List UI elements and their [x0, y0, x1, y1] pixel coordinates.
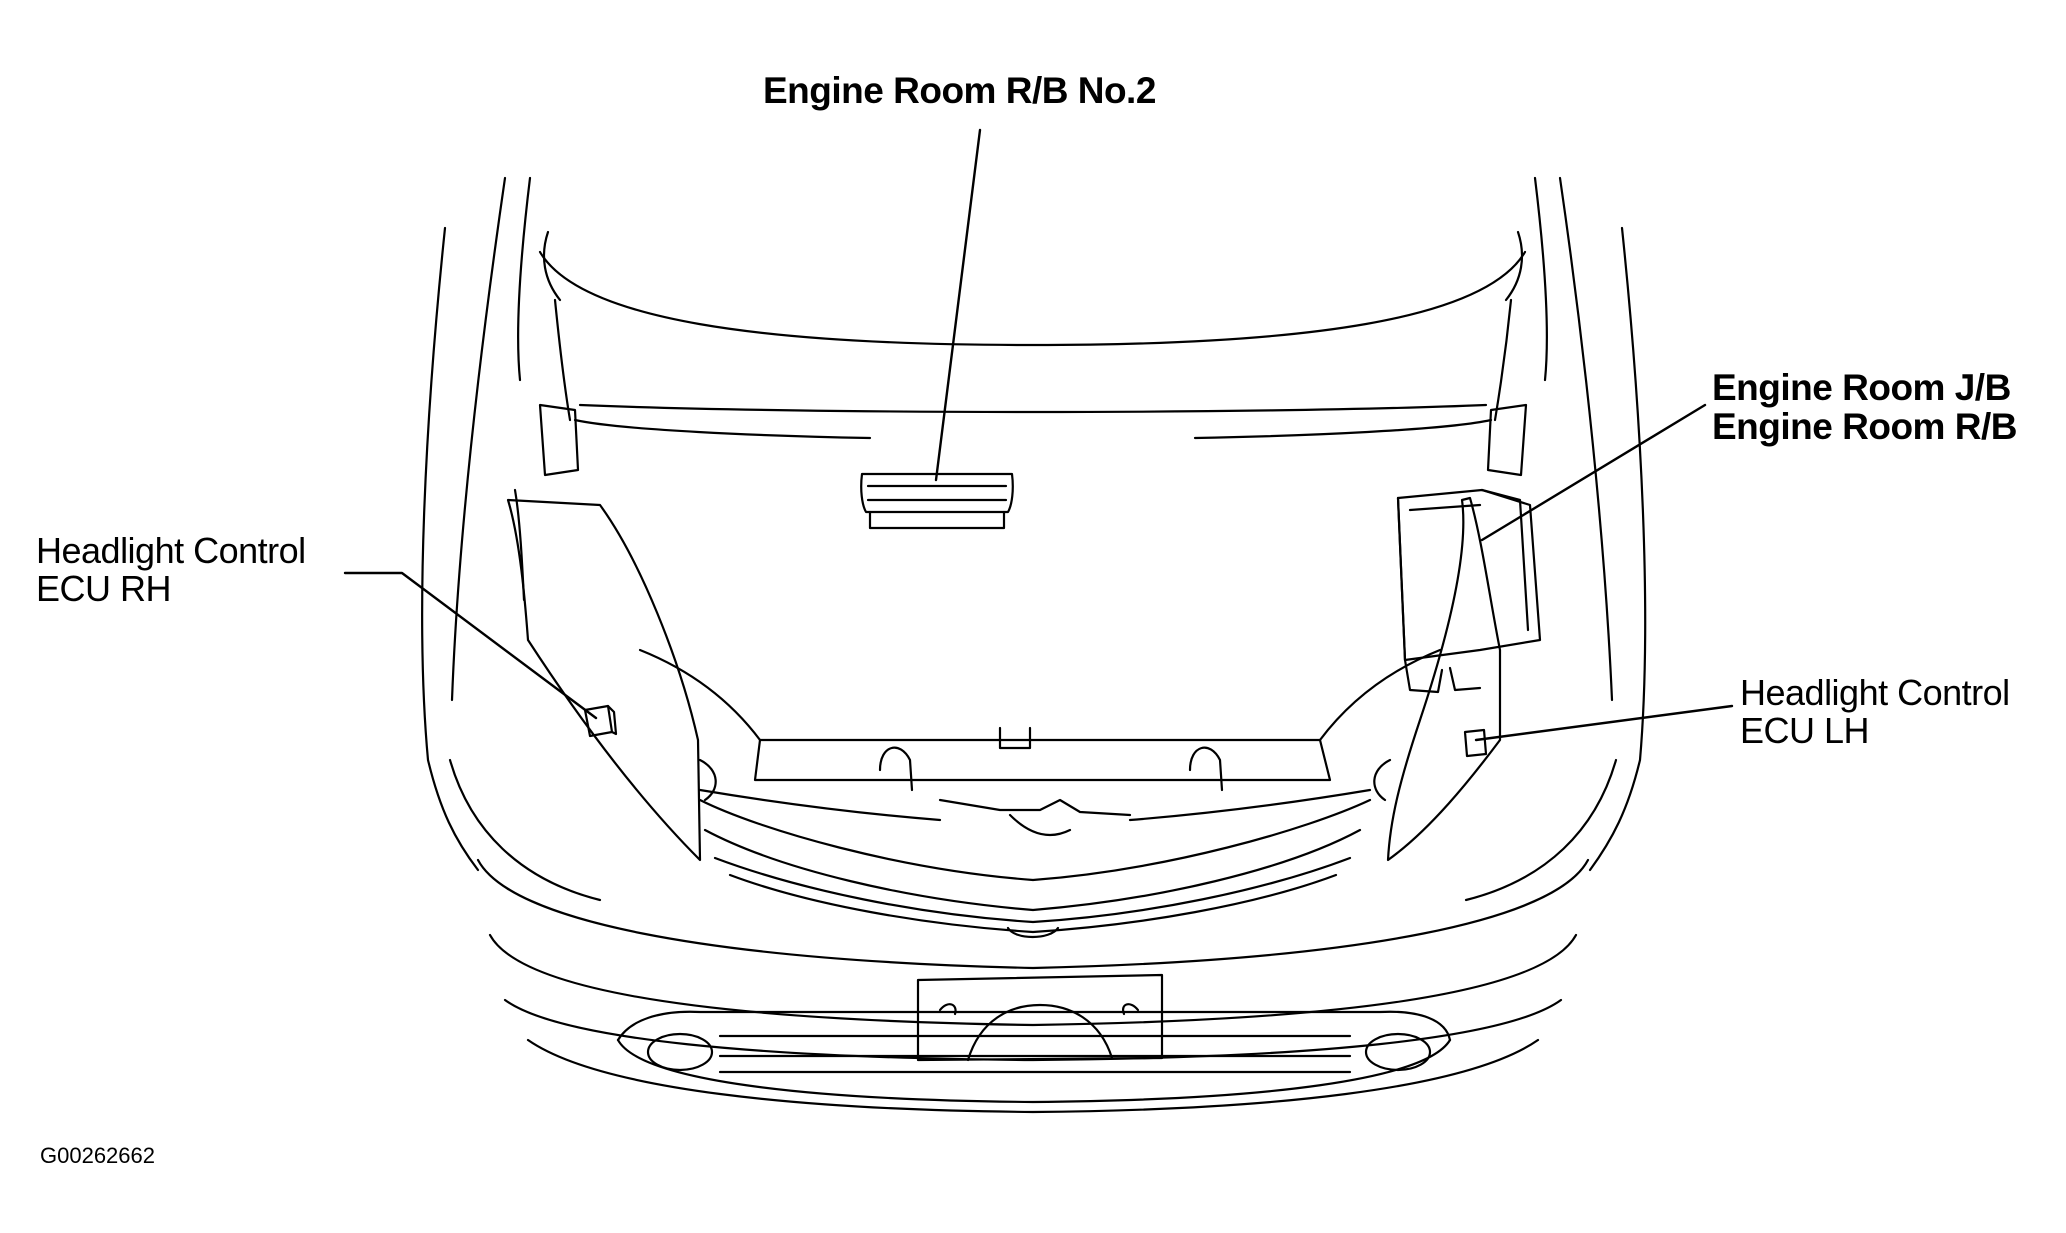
leader-line-rh: [343, 571, 598, 720]
engine-room-rb2-label: Engine Room R/B No.2: [763, 70, 1156, 111]
headlight-control-ecu-rh-module: [583, 704, 618, 738]
engine-room-jb-text: Engine Room J/B: [1712, 367, 2011, 408]
headlight-control-ecu-lh-module: [1463, 728, 1488, 758]
headlight-rh-line2: ECU RH: [36, 567, 172, 609]
hood: [538, 230, 1528, 477]
headlight-control-ecu-rh-label: Headlight Control ECU RH: [36, 532, 306, 608]
figure-id: G00262662: [40, 1143, 155, 1168]
engine-room-rb-text: Engine Room R/B: [1712, 405, 2017, 447]
license-plate-bracket: [916, 973, 1164, 1062]
leader-line-rb2: [934, 128, 982, 482]
lower-intake: [616, 1010, 1452, 1104]
engine-bay: [638, 648, 1442, 837]
headlight-lh-line1: Headlight Control: [1740, 672, 2010, 713]
headlight-lh-line2: ECU LH: [1740, 709, 1870, 751]
left-headlight-housing: [1386, 496, 1502, 862]
headlight-rh-line1: Headlight Control: [36, 530, 306, 571]
leader-line-lh: [1474, 704, 1734, 742]
leader-lines: [343, 128, 1734, 742]
engine-room-rb2-box: [860, 472, 1014, 530]
grille: [698, 798, 1372, 939]
engine-room-jb-box: [1396, 488, 1542, 694]
engine-room-rb2-text: Engine Room R/B No.2: [763, 70, 1156, 111]
engine-room-jb-rb-label: Engine Room J/B Engine Room R/B: [1712, 367, 2017, 447]
body-outline: [421, 176, 1647, 872]
leader-line-jb: [1480, 403, 1707, 542]
right-headlight-housing: [506, 488, 702, 862]
headlight-control-ecu-lh-label: Headlight Control ECU LH: [1740, 674, 2010, 750]
